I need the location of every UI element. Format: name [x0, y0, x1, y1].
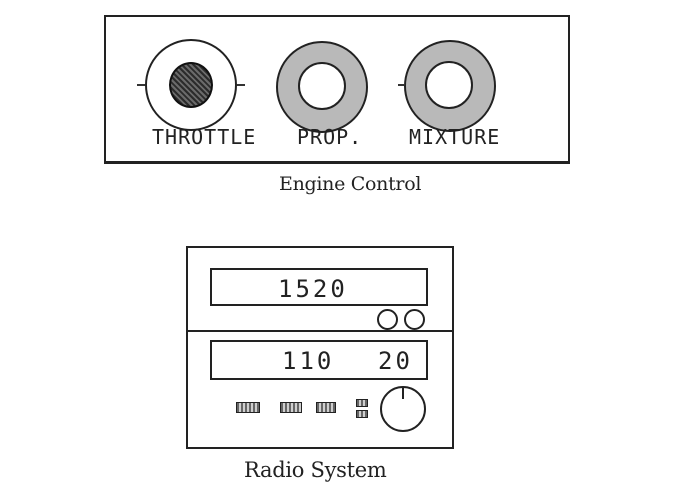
prop-knob[interactable] — [276, 41, 368, 133]
mixture-tick-left — [398, 84, 404, 86]
top-frequency-value: 1520 — [278, 275, 348, 303]
radio-button-3[interactable] — [316, 402, 336, 413]
mixture-knob[interactable] — [404, 40, 496, 132]
radio-button-4[interactable] — [356, 399, 368, 407]
volume-knob-pointer — [402, 387, 404, 399]
engine-control-title: Engine Control — [279, 173, 422, 195]
radio-button-1[interactable] — [236, 402, 260, 413]
throttle-knob[interactable] — [145, 39, 237, 131]
radio-button-5[interactable] — [356, 410, 368, 418]
volume-knob[interactable] — [380, 386, 426, 432]
throttle-label: THROTTLE — [152, 125, 257, 149]
top-frequency-display: 1520 — [210, 268, 428, 306]
radio-divider — [186, 330, 454, 332]
throttle-tick-left — [137, 84, 145, 86]
bottom-right-value: 20 — [378, 347, 413, 375]
bottom-frequency-display: 110 20 — [210, 340, 428, 380]
radio-system-panel — [186, 246, 454, 449]
radio-button-2[interactable] — [280, 402, 302, 413]
tuning-knob-left[interactable] — [377, 309, 398, 330]
tuning-knob-right[interactable] — [404, 309, 425, 330]
radio-system-title: Radio System — [244, 458, 387, 482]
bottom-left-value: 110 — [282, 347, 335, 375]
prop-label: PROP. — [297, 125, 363, 149]
engine-control-panel: THROTTLE PROP. MIXTURE — [104, 15, 570, 164]
throttle-knob-cap — [169, 62, 213, 108]
throttle-tick-right — [237, 84, 245, 86]
mixture-knob-cap — [425, 61, 473, 109]
prop-knob-cap — [298, 62, 346, 110]
mixture-label: MIXTURE — [409, 125, 501, 149]
